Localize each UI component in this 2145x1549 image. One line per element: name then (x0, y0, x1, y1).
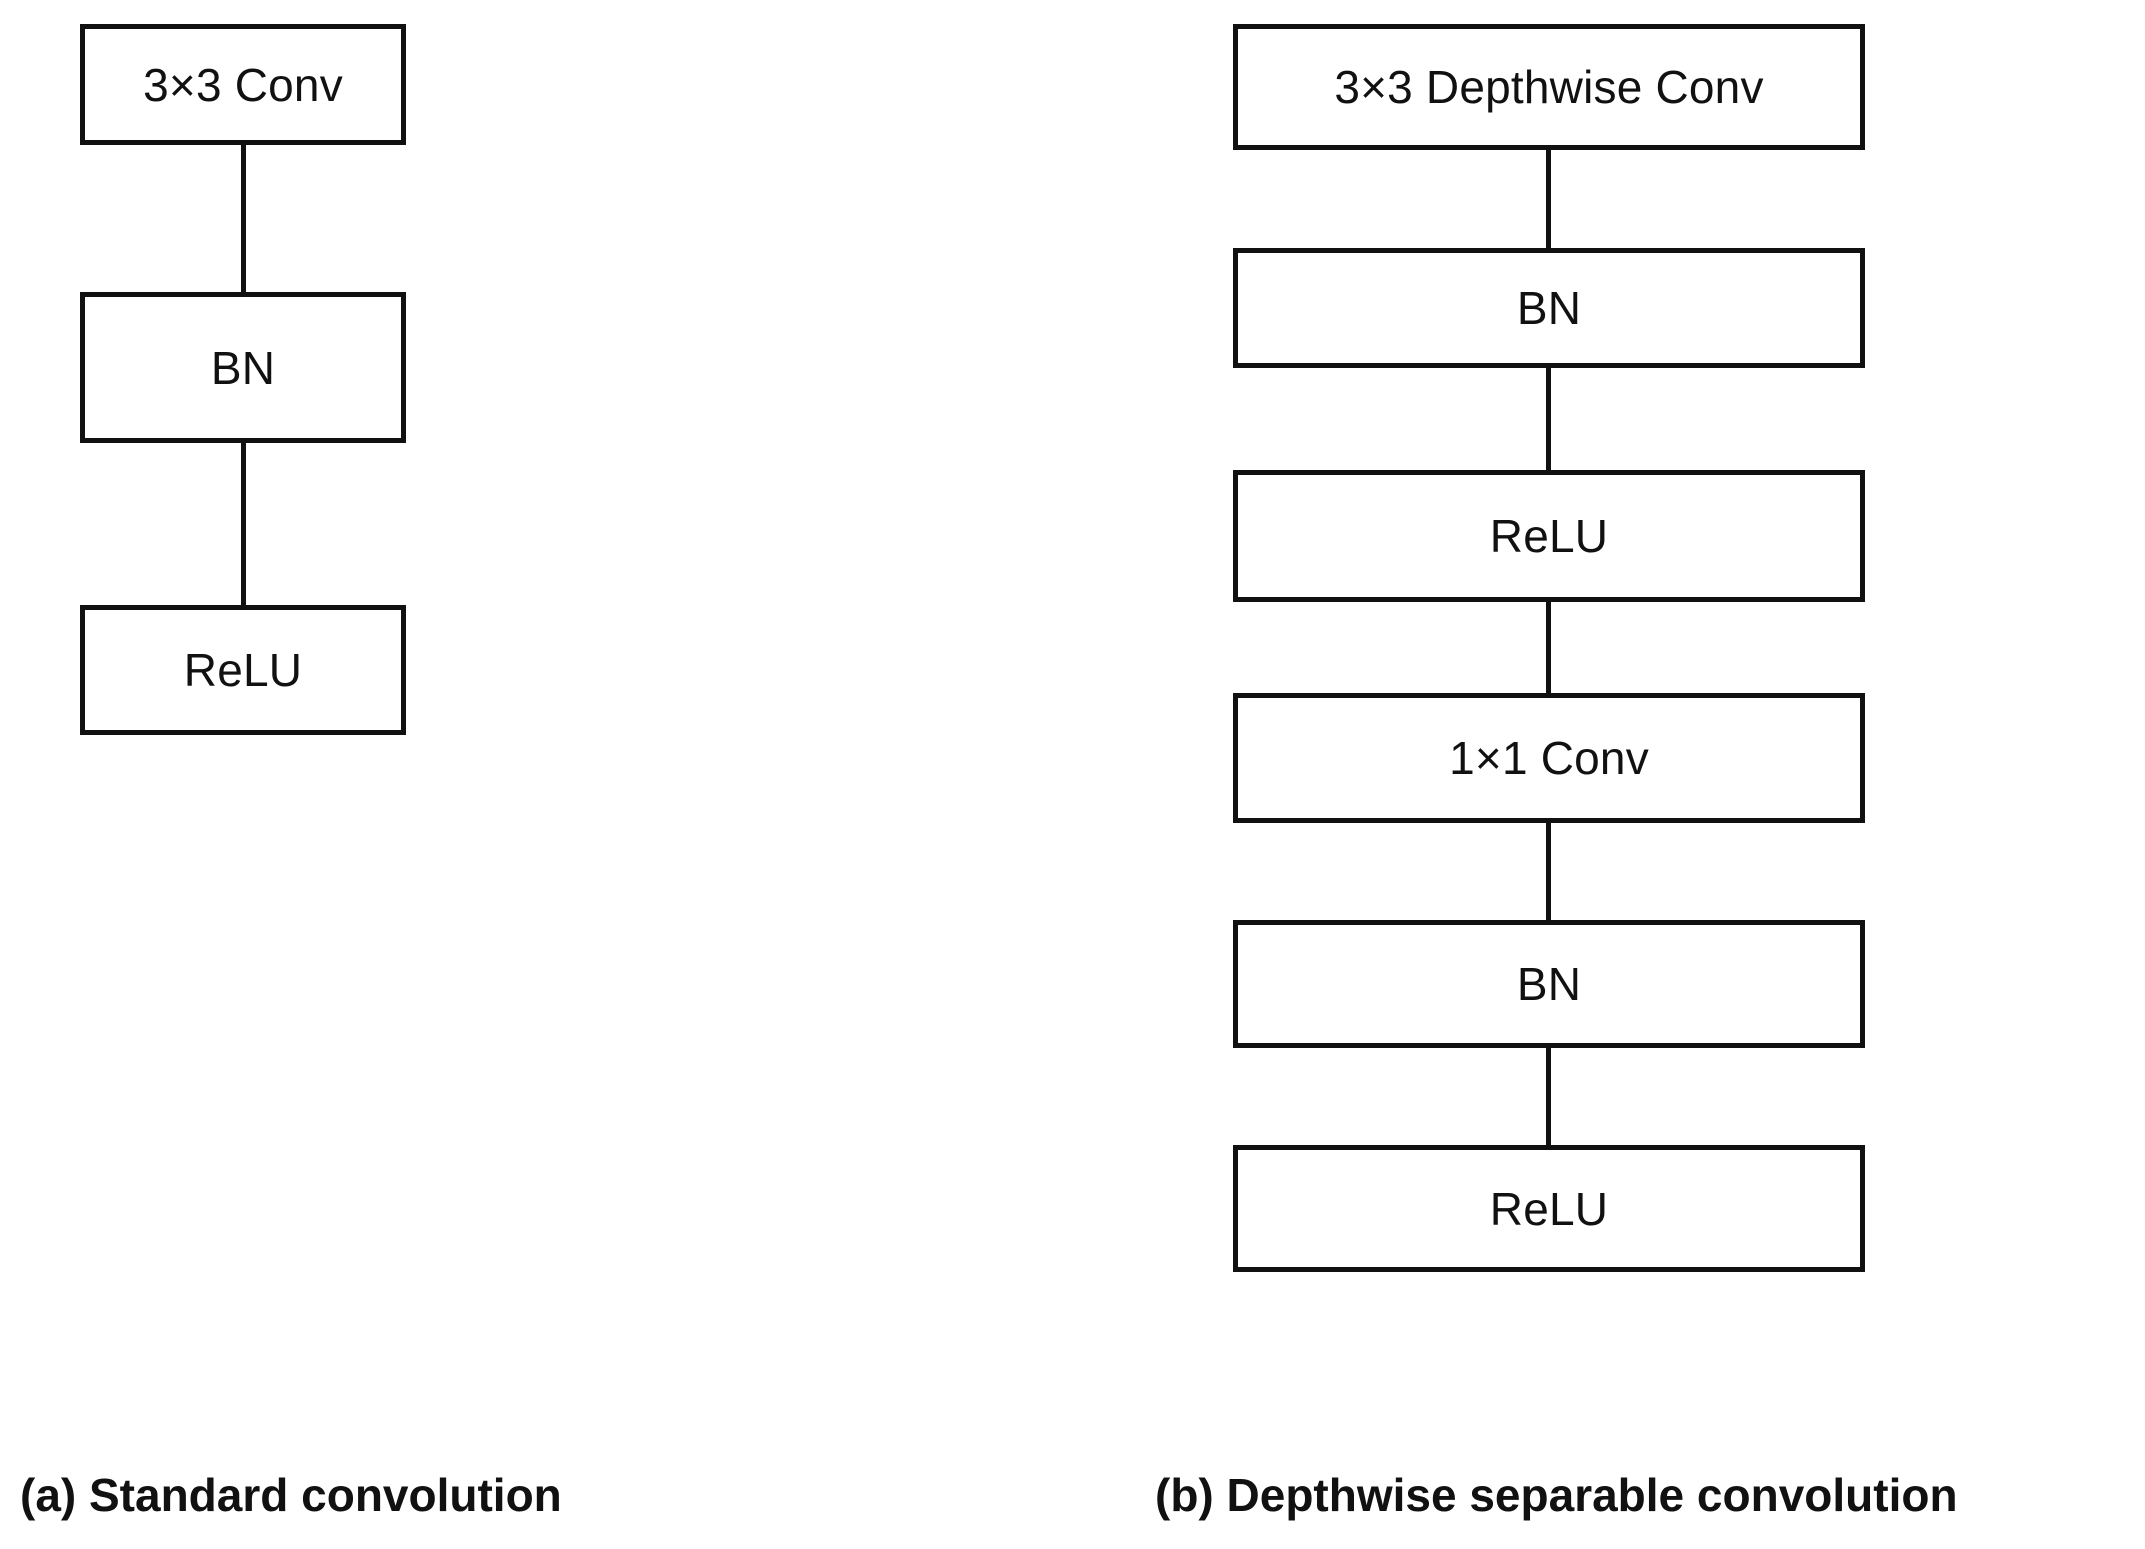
node-b-conv1x1-label: 1×1 Conv (1449, 732, 1649, 784)
node-b-relu-1[interactable]: ReLU (1233, 470, 1865, 602)
node-b-bn-2-label: BN (1516, 958, 1582, 1010)
node-b-conv1x1[interactable]: 1×1 Conv (1233, 693, 1865, 823)
node-b-bn-1-label: BN (1516, 282, 1582, 334)
connector-a-1 (241, 140, 246, 297)
connector-a-2 (241, 438, 246, 610)
node-b-depthwise-conv3x3[interactable]: 3×3 Depthwise Conv (1233, 24, 1865, 150)
connector-b-2 (1546, 363, 1551, 475)
node-a-bn-label: BN (210, 341, 276, 394)
connector-b-4 (1546, 818, 1551, 925)
node-b-relu-2[interactable]: ReLU (1233, 1145, 1865, 1272)
connector-b-5 (1546, 1043, 1551, 1150)
node-a-relu[interactable]: ReLU (80, 605, 406, 735)
node-b-relu-1-label: ReLU (1489, 510, 1609, 562)
connector-b-1 (1546, 145, 1551, 253)
node-b-bn-2[interactable]: BN (1233, 920, 1865, 1048)
node-a-conv3x3-label: 3×3 Conv (143, 58, 343, 111)
node-b-relu-2-label: ReLU (1489, 1182, 1609, 1235)
connector-b-3 (1546, 597, 1551, 698)
node-a-conv3x3[interactable]: 3×3 Conv (80, 24, 406, 145)
caption-panel-b: (b) Depthwise separable convolution (1155, 1469, 1958, 1521)
node-b-depthwise-conv3x3-label: 3×3 Depthwise Conv (1334, 61, 1764, 113)
node-a-relu-label: ReLU (183, 644, 303, 696)
node-a-bn[interactable]: BN (80, 292, 406, 443)
node-b-bn-1[interactable]: BN (1233, 248, 1865, 368)
caption-panel-a: (a) Standard convolution (20, 1469, 562, 1521)
